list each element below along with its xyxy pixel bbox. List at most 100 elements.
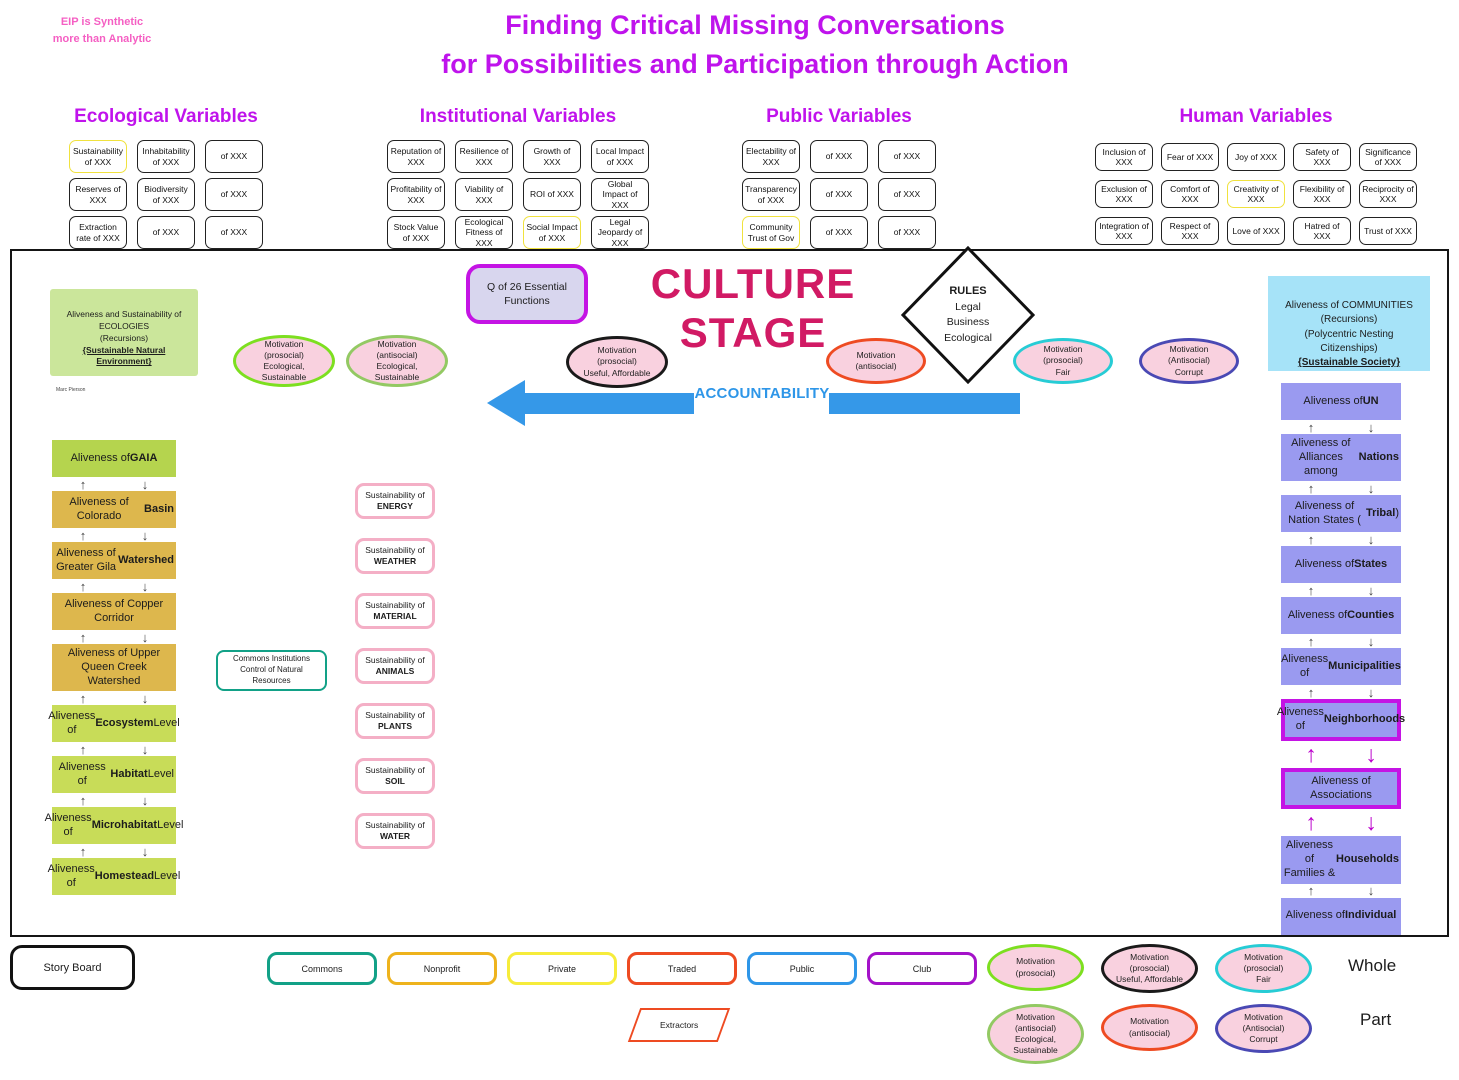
up-arrow-icon	[1308, 482, 1315, 495]
group-title: Institutional Variables	[419, 106, 617, 127]
chain-box-text: Aliveness of Copper Corridor	[64, 597, 164, 624]
variable-box: of XXX	[878, 178, 936, 211]
up-arrow-icon	[80, 692, 87, 705]
story-board-box: Story Board	[10, 945, 135, 990]
sustainability-prefix: Sustainability of	[365, 599, 425, 610]
commons-institutions-box: Commons Institutions Control of Natural …	[216, 650, 327, 691]
chain-box: Aliveness of Greater Gila Watershed	[52, 542, 176, 579]
down-arrow-icon	[1365, 811, 1377, 834]
up-arrow-icon	[1308, 686, 1315, 699]
sector-legend-box: Traded	[627, 952, 737, 985]
group-title: Ecological Variables	[74, 106, 258, 127]
chain-link-arrows	[1281, 420, 1401, 434]
variable-box: Exclusion of XXX	[1095, 180, 1153, 208]
communities-note-box: Aliveness of COMMUNITIES (Recursions) (P…	[1268, 276, 1430, 371]
variable-box: Fear of XXX	[1161, 143, 1219, 171]
chain-box-bold: Tribal	[1365, 506, 1396, 519]
chain-box-bold: Microhabitat	[91, 818, 158, 831]
chain-box: Aliveness of UN	[1281, 383, 1401, 420]
up-arrow-icon	[1308, 884, 1315, 897]
chain-item: Aliveness of GAIA	[52, 440, 176, 477]
variable-box: of XXX	[205, 216, 263, 249]
chain-box-bold: Homestead	[94, 869, 155, 882]
sustainability-box: Sustainability of SOIL	[355, 758, 435, 794]
ecologies-emphasis: {Sustainable Natural Environment}	[82, 344, 166, 367]
up-arrow-icon	[1308, 533, 1315, 546]
accountability-label: ACCOUNTABILITY	[694, 385, 830, 402]
variable-box: Inclusion of XXX	[1095, 143, 1153, 171]
down-arrow-icon	[142, 794, 149, 807]
chain-item: Aliveness of Families & Households	[1281, 809, 1401, 884]
variable-box: Biodiversity of XXX	[137, 178, 195, 211]
down-arrow-icon	[142, 692, 149, 705]
chain-link-arrows	[52, 630, 176, 644]
variable-box: Integration of XXX	[1095, 217, 1153, 245]
chain-box-text: Aliveness of	[48, 710, 96, 736]
motivation-ellipse: Motivation (prosocial) Fair	[1013, 338, 1113, 384]
motivation-ellipse: Motivation (antisocial) Ecological, Sust…	[987, 1004, 1084, 1065]
up-arrow-icon	[1308, 635, 1315, 648]
variable-box: Resilience of XXX	[455, 140, 513, 173]
accountability-arrowhead-icon	[487, 380, 525, 426]
up-arrow-icon	[80, 529, 87, 542]
chain-box-bold: UN	[1362, 394, 1379, 407]
chain-item: Aliveness of Habitat Level	[52, 742, 176, 794]
rules-diamond: RULES Legal Business Ecological	[900, 245, 1036, 385]
chain-item: Aliveness of Upper Queen Creek Watershed	[52, 630, 176, 692]
chain-box-bold: Nations	[1358, 450, 1399, 463]
sustainability-name: PLANTS	[378, 721, 412, 731]
chain-link-arrows	[52, 579, 176, 593]
down-arrow-icon	[1368, 482, 1375, 495]
chain-box-bold: Habitat	[110, 767, 148, 780]
down-arrow-icon	[142, 631, 149, 644]
variable-box: of XXX	[878, 140, 936, 173]
up-arrow-icon	[80, 478, 87, 491]
chain-box: Aliveness of Copper Corridor	[52, 593, 176, 630]
up-arrow-icon	[1305, 743, 1317, 766]
motivation-ellipse: Motivation (Antisocial) Corrupt	[1139, 338, 1239, 384]
down-arrow-icon	[1368, 884, 1375, 897]
variable-box: Significance of XXX	[1359, 143, 1417, 171]
chain-box-text: Aliveness of Colorado	[69, 495, 129, 522]
variable-box: Transparency of XXX	[742, 178, 800, 211]
down-arrow-icon	[1368, 686, 1375, 699]
chain-item: Aliveness of Alliances among Nations	[1281, 420, 1401, 482]
motivation-ellipse: Motivation (Antisocial) Corrupt	[1215, 1004, 1312, 1054]
variable-box: Joy of XXX	[1227, 143, 1285, 171]
chain-item: Aliveness of Neighborhoods	[1277, 685, 1405, 741]
chain-box: Aliveness of GAIA	[52, 440, 176, 477]
chain-box-bold: States	[1354, 557, 1388, 570]
variable-box: Ecological Fitness of XXX	[455, 216, 513, 249]
sector-legend-box: Nonprofit	[387, 952, 497, 985]
down-arrow-icon	[142, 478, 149, 491]
accountability-arrow-bar-right	[829, 393, 1020, 414]
variable-box: Respect of XXX	[1161, 217, 1219, 245]
down-arrow-icon	[1365, 743, 1377, 766]
chain-box-text: Aliveness of Greater Gila	[56, 546, 117, 573]
variable-box: Community Trust of Gov	[742, 216, 800, 249]
extractors-label: Extractors	[659, 1020, 699, 1030]
chain-box-bold: Counties	[1347, 608, 1395, 621]
communities-body: Aliveness of COMMUNITIES (Recursions) (P…	[1285, 300, 1413, 354]
chain-link-arrows	[52, 528, 176, 542]
chain-box: Aliveness of Ecosystem Level	[48, 705, 180, 743]
chain-item: Aliveness of Copper Corridor	[52, 579, 176, 630]
motivation-ellipse: Motivation (prosocial) Useful, Affordabl…	[566, 336, 668, 388]
chain-link-arrows	[1281, 809, 1401, 836]
culture-stage-frame	[10, 249, 1449, 937]
variable-box: of XXX	[810, 216, 868, 249]
chain-box: Aliveness of Neighborhoods	[1277, 699, 1405, 741]
chain-box-text: Aliveness of	[1276, 706, 1324, 732]
sustainability-name: WATER	[379, 831, 411, 841]
sustainability-box: Sustainability of WEATHER	[355, 538, 435, 574]
chain-link-arrows	[52, 691, 176, 705]
chain-box-text: Aliveness of	[70, 451, 130, 464]
chain-box-text: Aliveness of	[58, 761, 106, 787]
variable-box: Reputation of XXX	[387, 140, 445, 173]
chain-box-text: )	[1395, 506, 1399, 519]
chain-link-arrows	[1281, 884, 1401, 898]
